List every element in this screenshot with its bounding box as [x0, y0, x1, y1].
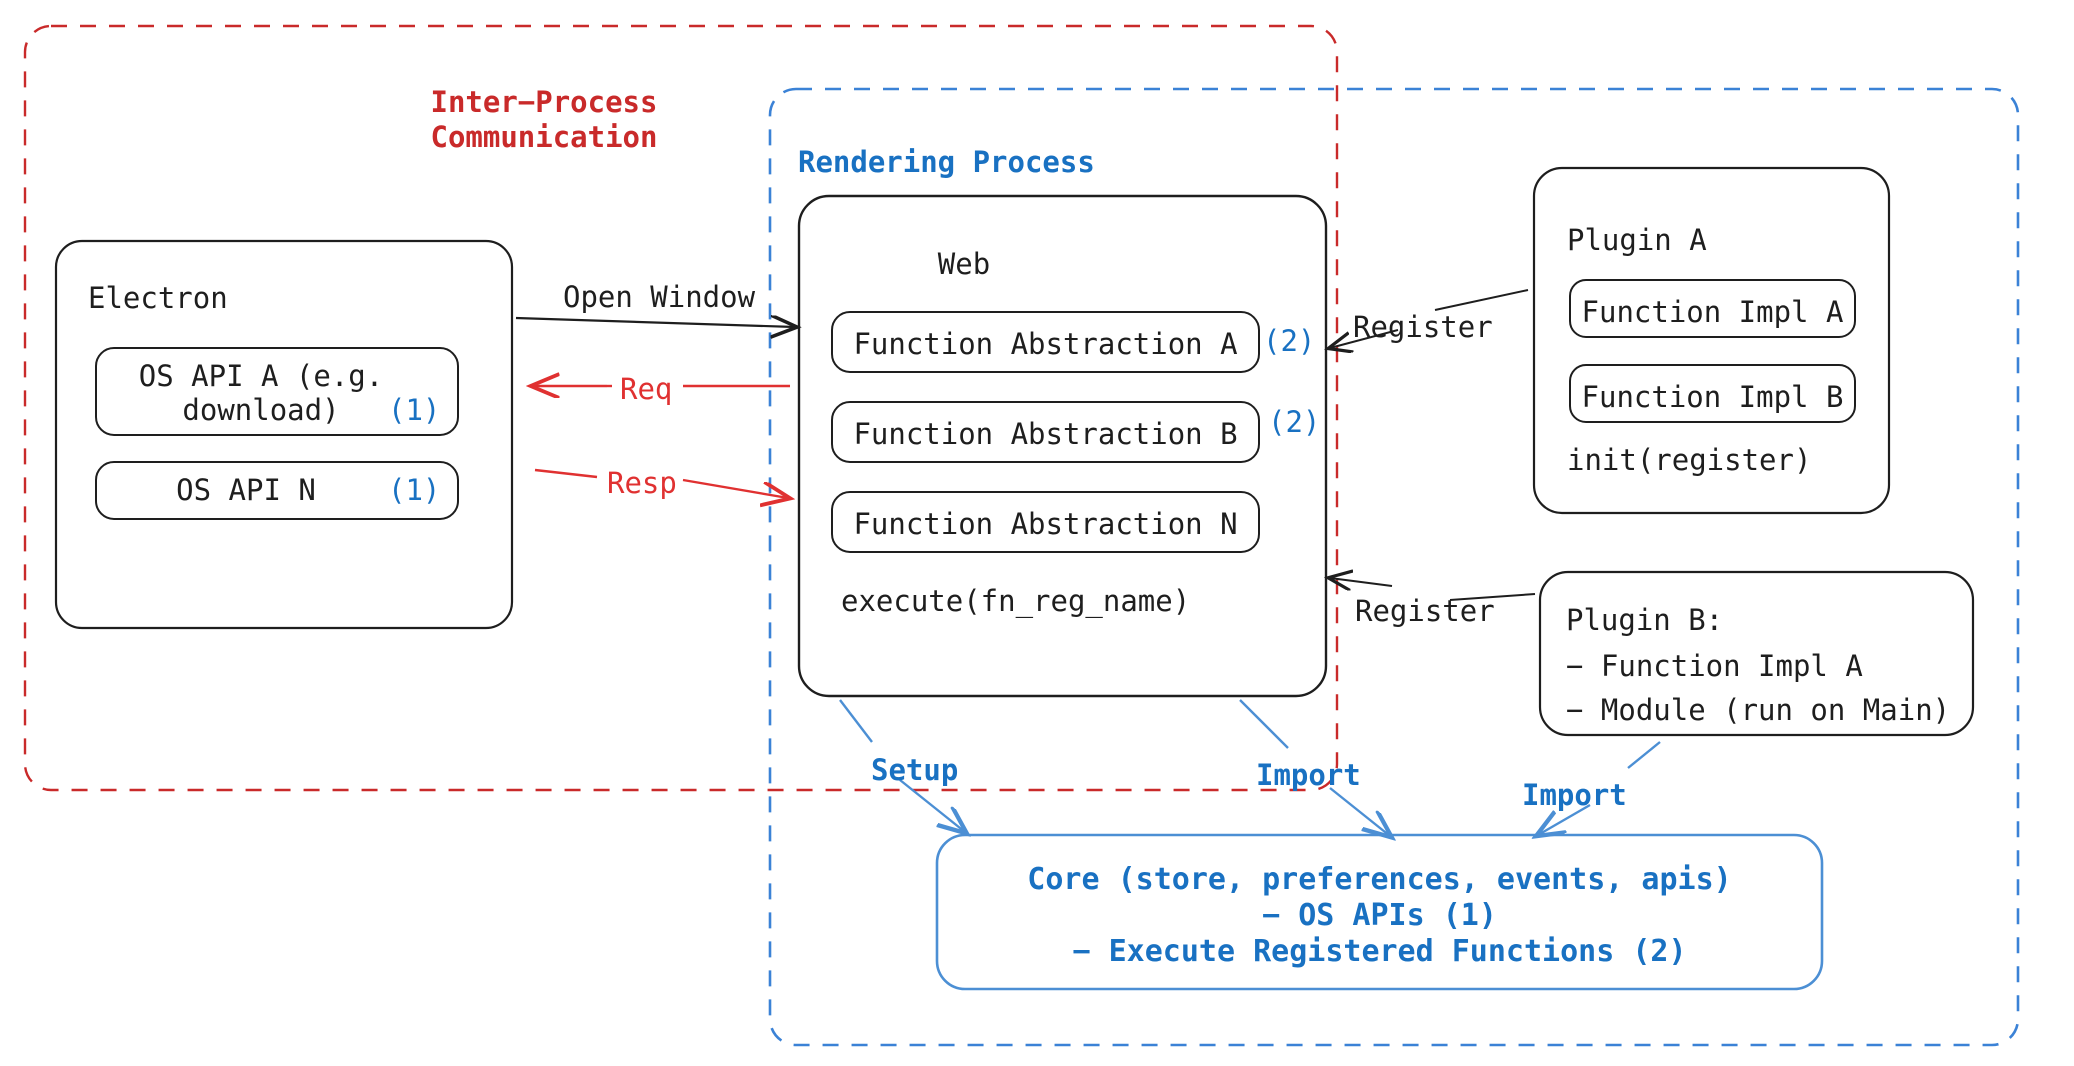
plugin-b-item-function-impl-a: − Function Impl A [1566, 649, 1863, 683]
edge-label-register-plugin-a: Register [1353, 310, 1493, 344]
edge-import-plugin-b-line [1627, 741, 1661, 769]
plugin-b-item-module: − Module (run on Main) [1566, 693, 1951, 727]
core-line-1: Core (store, preferences, events, apis) [1027, 862, 1732, 897]
web-title: Web [937, 247, 991, 281]
os-api-a-label-line2: download) [182, 393, 340, 427]
plugin-b-title: Plugin B: [1566, 603, 1724, 637]
plugin-a-title: Plugin A [1567, 223, 1707, 257]
edge-label-setup: Setup [871, 753, 959, 787]
edge-label-resp: Resp [607, 466, 677, 500]
edge-open-window-line [515, 318, 795, 327]
electron-title: Electron [88, 281, 228, 315]
group-label-ipc-line1: Inter−Process [430, 85, 658, 119]
edge-register-a-line [1434, 289, 1529, 311]
edge-setup-line [839, 699, 873, 743]
edge-import-web-arrow [1329, 787, 1390, 836]
edge-label-req: Req [620, 372, 673, 406]
edge-label-register-plugin-b: Register [1355, 594, 1495, 628]
fn-abstraction-b-label: Function Abstraction B [853, 417, 1238, 451]
edge-resp-line-left [534, 468, 598, 479]
os-api-a-label-line1: OS API A (e.g. [138, 359, 384, 393]
group-label-rendering-process: Rendering Process [798, 145, 1095, 179]
edge-label-import-web: Import [1256, 758, 1361, 792]
fn-abstraction-a-marker: (2) [1263, 324, 1316, 358]
core-line-2: − OS APIs (1) [1262, 898, 1497, 933]
os-api-n-label: OS API N [176, 473, 316, 507]
web-footer-execute: execute(fn_reg_name) [841, 584, 1191, 618]
os-api-n-marker: (1) [388, 473, 441, 507]
fn-abstraction-b-marker: (2) [1268, 405, 1321, 439]
fn-impl-a-label: Function Impl A [1581, 295, 1844, 329]
edge-label-open-window: Open Window [563, 280, 756, 314]
fn-abstraction-n-label: Function Abstraction N [853, 507, 1238, 541]
os-api-a-marker: (1) [388, 393, 441, 427]
plugin-a-footer-init: init(register) [1567, 443, 1812, 477]
edge-label-import-plugin-b: Import [1522, 778, 1627, 812]
fn-impl-b-label: Function Impl B [1581, 380, 1844, 414]
edge-register-b-arrow [1330, 578, 1393, 586]
fn-abstraction-a-label: Function Abstraction A [853, 327, 1238, 361]
edge-import-web-line [1239, 699, 1289, 749]
edge-resp-arrow [682, 478, 788, 498]
core-line-3: − Execute Registered Functions (2) [1072, 934, 1687, 969]
group-label-ipc-line2: Communication [430, 120, 658, 154]
